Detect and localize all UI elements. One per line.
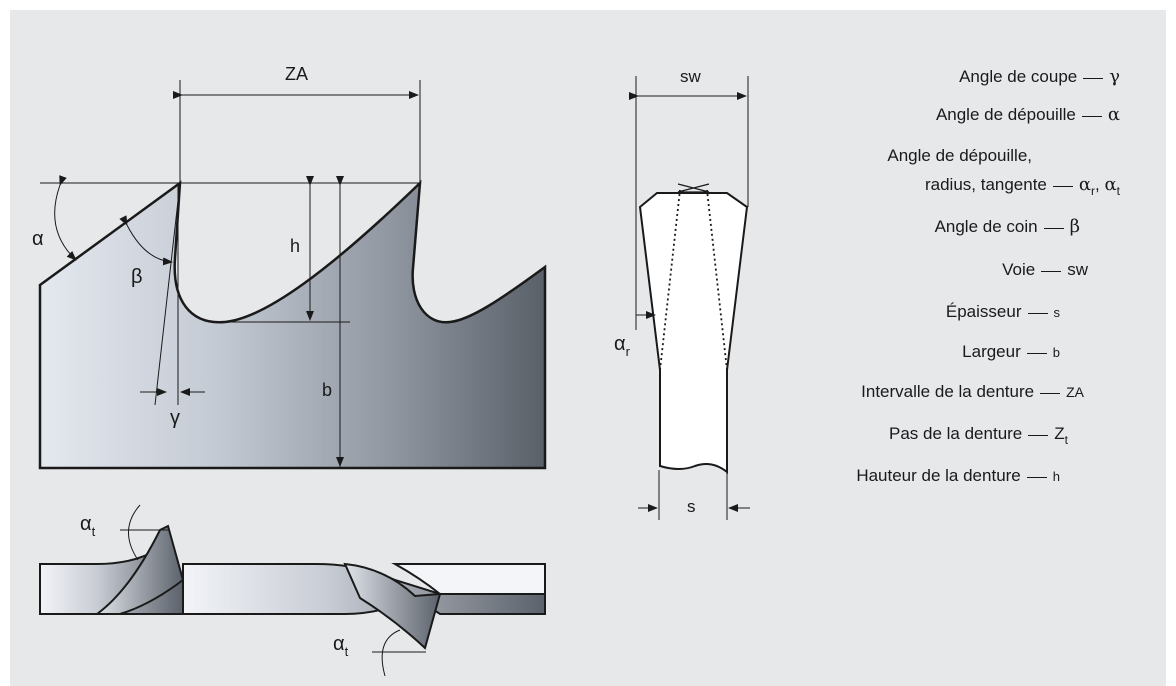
side-view-dotted: [659, 189, 728, 371]
beta-arc: [119, 215, 173, 266]
legend-item-angle-de-depouille-radius: Angle de dépouille,: [887, 146, 1032, 165]
alpha-arc: [54, 175, 77, 261]
alpha-r-label: αr: [614, 333, 631, 359]
side-view: [629, 76, 750, 520]
alpha-t-label-bottom: αt: [333, 633, 349, 659]
alpha-t-markers: [120, 504, 426, 677]
beta-label: β: [131, 266, 143, 288]
h-label: h: [290, 236, 300, 256]
tooth-right-set: [343, 562, 442, 650]
sw-label: sw: [680, 67, 702, 86]
side-view-tip: [677, 183, 710, 193]
blade-top-strip-end: [391, 563, 546, 595]
alpha-label: α: [32, 228, 44, 250]
alpha-t-label-top: αt: [80, 513, 96, 539]
side-view-body: [638, 192, 749, 475]
s-label: s: [687, 497, 696, 516]
gamma-label: γ: [170, 407, 180, 429]
b-label: b: [322, 380, 332, 400]
blade-body: [38, 179, 547, 470]
za-label: ZA: [285, 64, 308, 84]
tooth-left-set: [93, 524, 185, 615]
